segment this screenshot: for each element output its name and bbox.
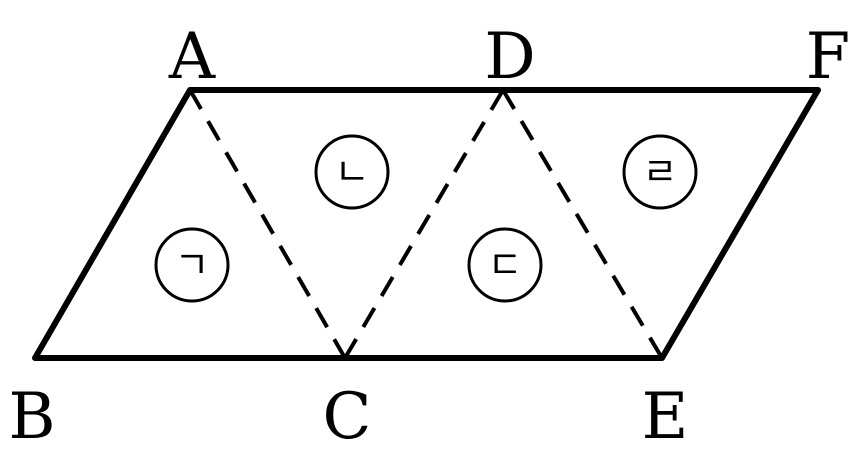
region-label-1: ㄱ [154,227,230,303]
region-label-3: ㄷ [467,227,543,303]
point-label-E: E [642,380,689,454]
parallelogram-ABEF [32,87,821,361]
region-text: ㄱ [175,243,210,287]
point-label-A: A [168,20,216,94]
dashed-segment-AC [188,88,347,360]
region-label-2: ㄴ [314,134,390,210]
region-label-4: ㄹ [622,134,698,210]
region-text: ㄷ [488,243,523,287]
point-label-C: C [323,380,372,454]
dashed-segment-DE [501,88,664,360]
region-text: ㄴ [335,150,370,194]
dashed-segment-CD [343,88,505,360]
point-label-F: F [806,20,850,94]
point-label-B: B [8,380,55,454]
region-text: ㄹ [643,150,678,194]
point-label-D: D [484,20,535,94]
